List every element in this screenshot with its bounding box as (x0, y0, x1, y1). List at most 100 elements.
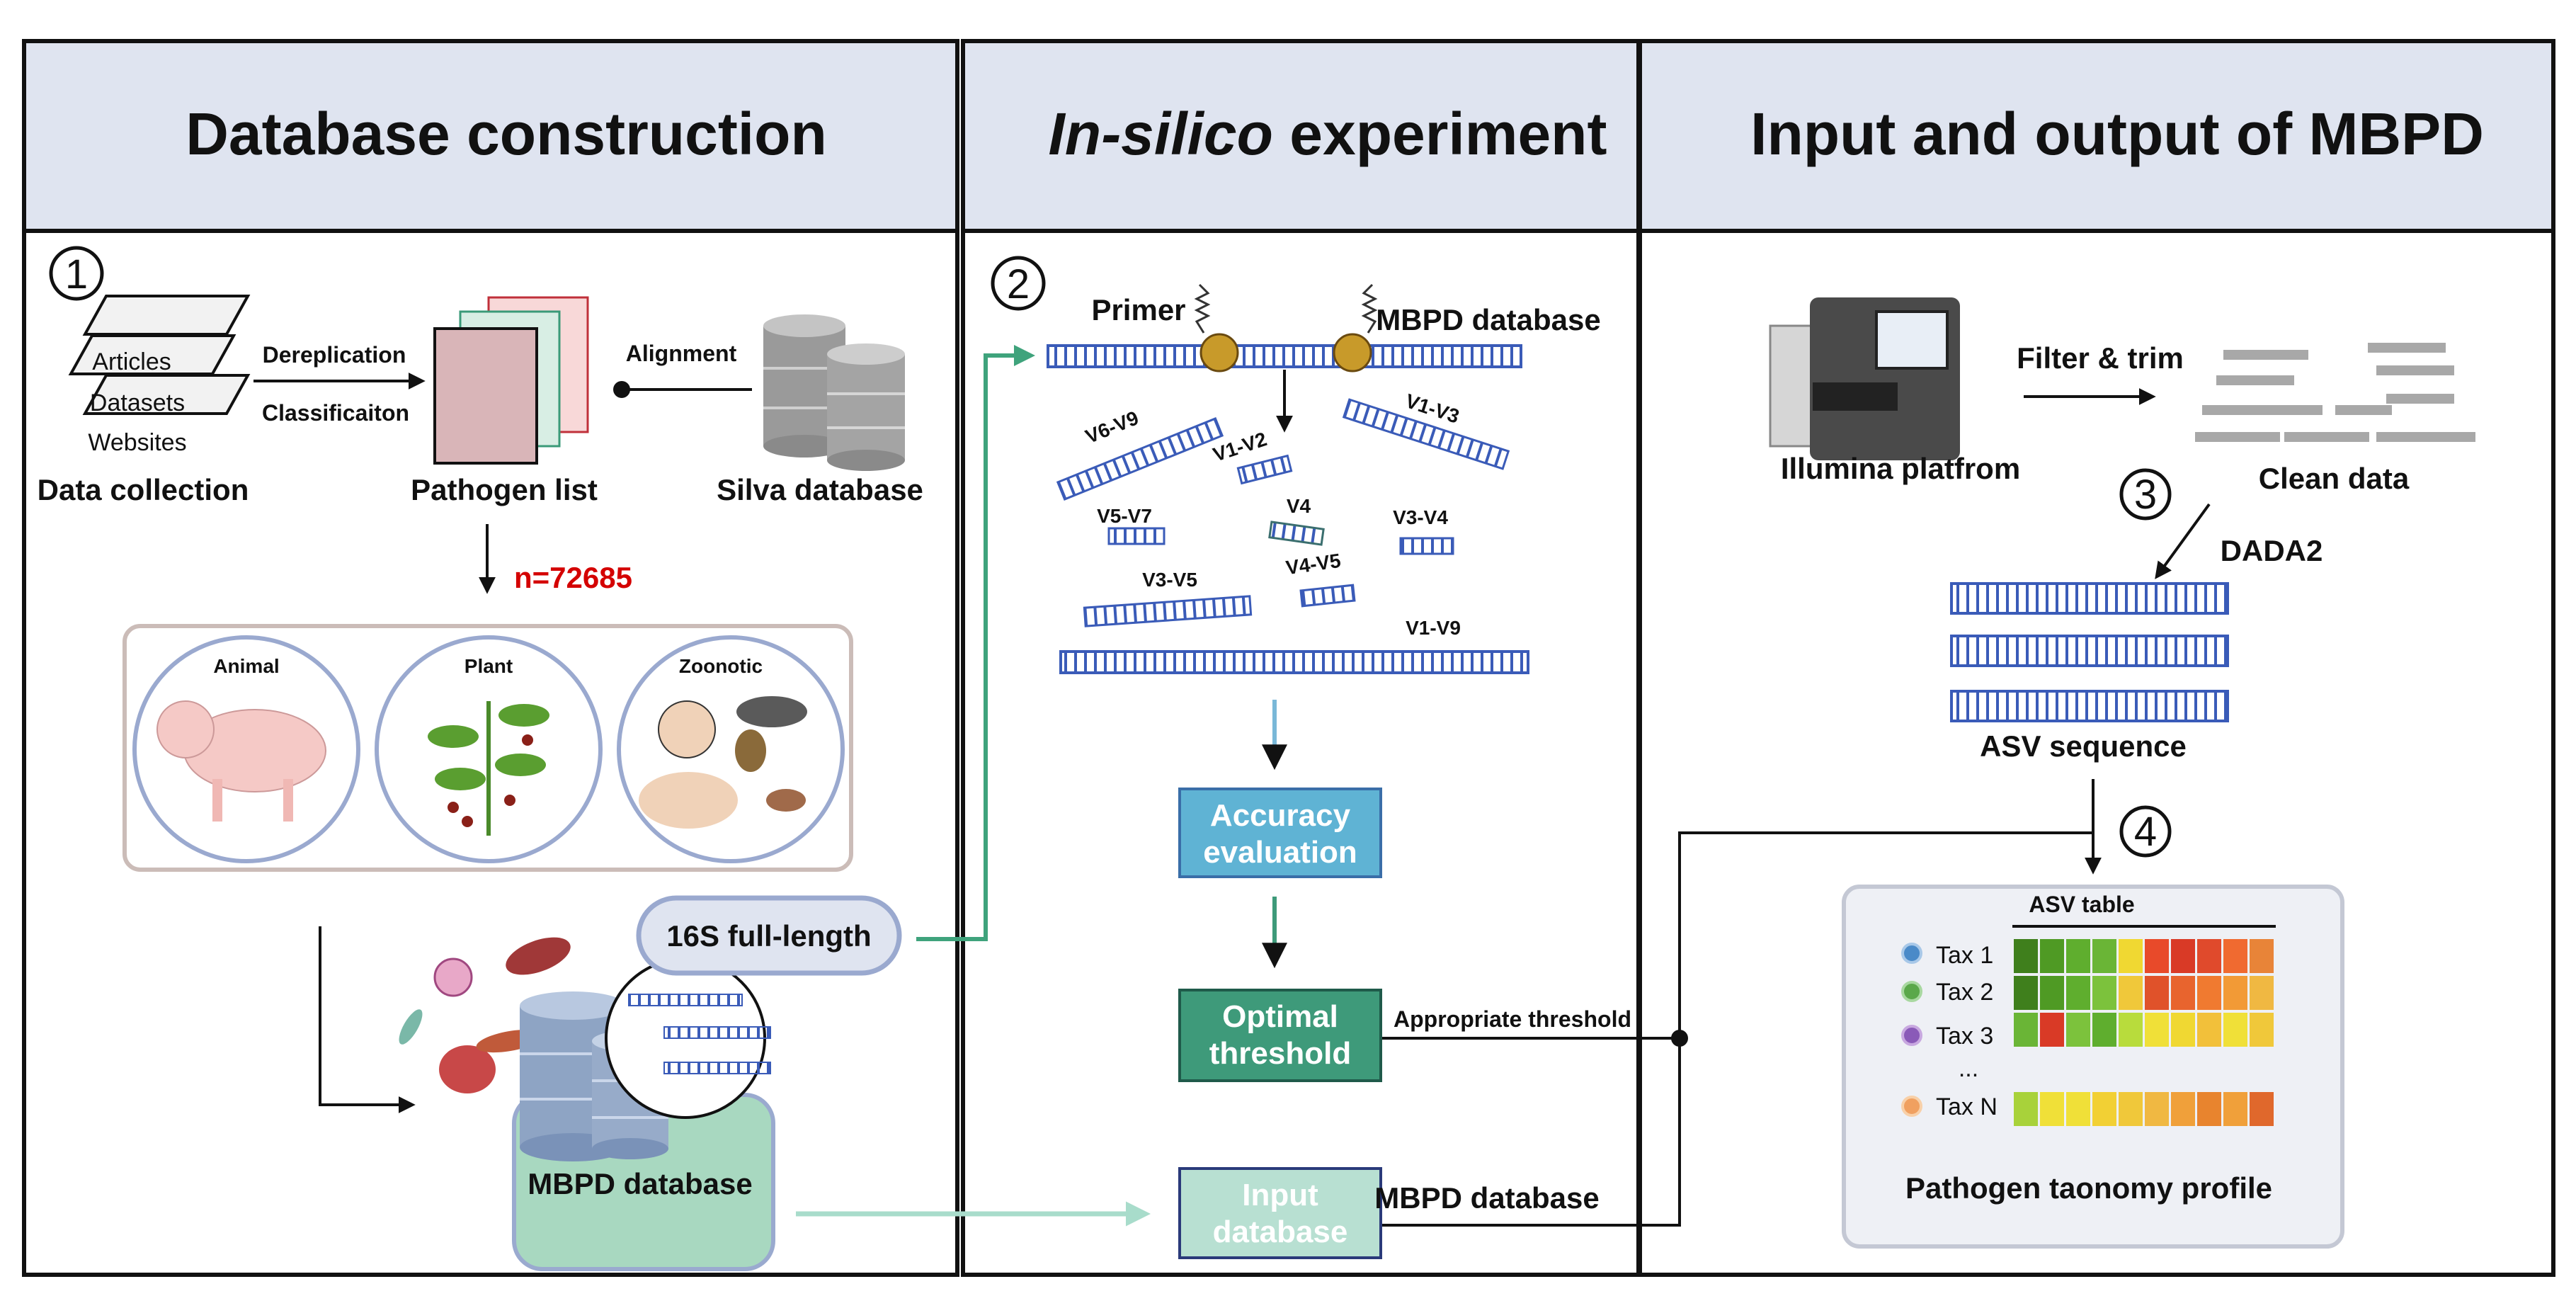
plant-category: Plant (375, 635, 603, 863)
heatmap-cell (2092, 1092, 2116, 1126)
taxa-legend: Tax 1 Tax 2 Tax 3 ... Tax N (1901, 942, 1997, 1120)
silva-database-icon (763, 314, 905, 471)
source-websites: Websites (88, 429, 186, 456)
heatmap-cell (2197, 939, 2221, 973)
fragment-v1-v9 (1059, 650, 1529, 674)
fragment-v4 (1268, 521, 1325, 546)
source-datasets: Datasets (90, 390, 185, 416)
heatmap-cell (2250, 976, 2274, 1010)
tax-1-label: Tax 1 (1936, 942, 1993, 969)
category-to-db-arrow (319, 926, 416, 1113)
optimal-line-2: threshold (1209, 1036, 1351, 1071)
magnifier-seq-1 (628, 994, 743, 1006)
step-1-badge: 1 (49, 246, 104, 301)
step-4-badge: 4 (2119, 805, 2172, 858)
fragment-v1-v3 (1342, 398, 1510, 470)
tax-2-label: Tax 2 (1936, 979, 1993, 1006)
asv-sequence-label: ASV sequence (1980, 729, 2187, 763)
heatmap-cell (2014, 976, 2038, 1010)
clean-data-label: Clean data (2259, 462, 2410, 495)
heatmap-cell (2066, 1092, 2090, 1126)
header-experiment: experiment (1273, 101, 1607, 167)
animal-label: Animal (213, 655, 279, 677)
header-input-output: Input and output of MBPD (1750, 101, 2484, 167)
pathogen-count: n=72685 (514, 561, 632, 594)
zoonotic-category: Zoonotic (617, 635, 845, 863)
heatmap-cell (2119, 939, 2143, 973)
region-v3-v4: V3-V4 (1393, 506, 1448, 528)
asv-heatmap (2014, 939, 2274, 1126)
fragment-v4-v5 (1299, 584, 1356, 608)
accuracy-evaluation-box: Accuracy evaluation (1178, 788, 1382, 878)
region-v3-v5: V3-V5 (1142, 569, 1197, 591)
heatmap-cell (2040, 1013, 2064, 1047)
heatmap-cell (2119, 976, 2143, 1010)
input-line-1: Input (1242, 1178, 1318, 1212)
fragment-v1-v2 (1236, 454, 1293, 485)
heatmap-cell (2092, 939, 2116, 973)
heatmap-cell (2197, 1092, 2221, 1126)
input-line-2: database (1213, 1215, 1348, 1249)
panel-frames (22, 39, 2555, 1277)
mbpd-database-label: MBPD database (528, 1167, 752, 1200)
heatmap-cell (2171, 1092, 2195, 1126)
step-3-number: 3 (2134, 472, 2157, 518)
source-articles: Articles (92, 348, 171, 375)
magnifier-seq-3 (663, 1062, 771, 1074)
region-v4: V4 (1287, 495, 1311, 517)
bottom-mbpd-label: MBPD database (1374, 1181, 1599, 1215)
heatmap-cell (2171, 1013, 2195, 1047)
fragment-v3-v4 (1399, 537, 1454, 555)
magnifier-seq-2 (663, 1026, 771, 1039)
heatmap-cell (2171, 939, 2195, 973)
heatmap-cell (2066, 1013, 2090, 1047)
heatmap-cell (2223, 1013, 2247, 1047)
silva-label: Silva database (717, 473, 923, 506)
heatmap-cell (2040, 976, 2064, 1010)
accuracy-line-2: evaluation (1203, 835, 1357, 870)
pathogen-list-icon (433, 296, 589, 465)
heatmap-cell (2145, 1013, 2169, 1047)
step-2-number: 2 (1007, 261, 1030, 307)
primer-label: Primer (1091, 293, 1185, 326)
heatmap-cell (2066, 939, 2090, 973)
tax-n-label: Tax N (1936, 1093, 1997, 1120)
heatmap-cell (2119, 1092, 2143, 1126)
step-1-number: 1 (65, 251, 88, 297)
full-length-to-experiment-arrow (916, 345, 1035, 941)
step-4-number: 4 (2134, 809, 2157, 855)
illumina-label: Illumina platfrom (1781, 452, 2020, 485)
pathogen-illustration (399, 937, 571, 1093)
classification-label: Classificaiton (262, 400, 409, 426)
tax-3-dot (1901, 1025, 1922, 1046)
heatmap-cell (2197, 976, 2221, 1010)
tax-1-dot (1901, 943, 1922, 964)
heatmap-cell (2092, 1013, 2116, 1047)
dereplication-label: Dereplication (263, 342, 406, 368)
heatmap-cell (2145, 1092, 2169, 1126)
fragment-v3-v5 (1083, 595, 1253, 627)
region-fragments: V6-V9 V1-V2 V1-V3 V5-V7 V4 V3-V4 V3-V5 V… (1056, 390, 1529, 674)
accuracy-line-1: Accuracy (1210, 798, 1351, 833)
tax-ellipsis: ... (1959, 1055, 1978, 1082)
heatmap-cell (2145, 976, 2169, 1010)
heatmap-cell (2197, 1013, 2221, 1047)
heatmap-cell (2014, 1013, 2038, 1047)
heatmap-cell (2223, 939, 2247, 973)
full-length-label: 16S full-length (666, 919, 871, 953)
dada2-label: DADA2 (2221, 534, 2323, 567)
animal-category: Animal (132, 635, 360, 863)
alignment-label: Alignment (626, 341, 737, 366)
full-length-pill (636, 895, 902, 976)
pathogen-profile-label: Pathogen taonomy profile (1905, 1171, 2272, 1205)
alignment-connector-dot (613, 381, 630, 398)
step-2-badge: 2 (991, 256, 1046, 311)
optimal-line-1: Optimal (1222, 999, 1338, 1034)
heatmap-cell (2119, 1013, 2143, 1047)
primer-1-tail (1194, 283, 1211, 334)
region-v4-v5: V4-V5 (1284, 550, 1342, 579)
clean-data-reads (2195, 343, 2475, 442)
tax-3-label: Tax 3 (1936, 1023, 1993, 1050)
region-v6-v9: V6-V9 (1083, 407, 1142, 448)
